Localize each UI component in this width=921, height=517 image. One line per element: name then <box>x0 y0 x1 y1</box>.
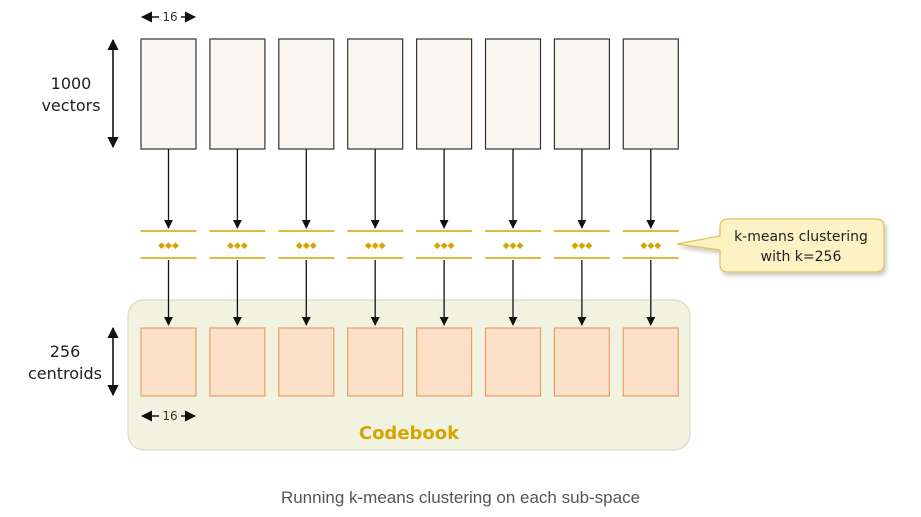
vector-block-1 <box>140 38 197 150</box>
centroids-label-text: centroids <box>28 364 102 383</box>
centroid-block-2 <box>209 327 266 397</box>
kmeans-callout <box>676 218 885 273</box>
vectors-label-text: vectors <box>41 96 100 115</box>
cluster-dots-8: ◆◆◆ <box>640 241 661 251</box>
vector-block-8 <box>622 38 679 150</box>
centroid-block-8 <box>622 327 679 397</box>
centroid-block-3 <box>278 327 335 397</box>
centroid-block-1 <box>140 327 197 397</box>
vector-block-6 <box>484 38 542 150</box>
cluster-dots-2: ◆◆◆ <box>227 241 248 251</box>
centroid-block-6 <box>484 327 542 397</box>
vector-block-2 <box>209 38 266 150</box>
vector-block-3 <box>278 38 335 150</box>
callout-line-2: with k=256 <box>761 249 842 265</box>
vector-block-7 <box>553 38 611 150</box>
centroids-label-count: 256 <box>50 342 81 361</box>
width-indicator-top: 16 <box>140 10 197 24</box>
cluster-dots-6: ◆◆◆ <box>503 241 524 251</box>
centroid-block-4 <box>347 327 404 397</box>
cluster-dots-1: ◆◆◆ <box>158 241 179 251</box>
vector-block-5 <box>416 38 473 150</box>
centroid-block-5 <box>416 327 473 397</box>
cluster-dots-7: ◆◆◆ <box>572 241 593 251</box>
width-label-bottom: 16 <box>162 409 177 423</box>
cluster-dots-5: ◆◆◆ <box>434 241 455 251</box>
vectors-label-count: 1000 <box>51 74 92 93</box>
codebook-panel <box>127 299 691 451</box>
cluster-dots-4: ◆◆◆ <box>365 241 386 251</box>
centroid-block-7 <box>553 327 611 397</box>
figure-caption: Running k-means clustering on each sub-s… <box>280 488 641 507</box>
callout-line-1: k-means clustering <box>734 229 868 245</box>
subspace-columns: ◆◆◆ ◆◆◆ ◆◆◆ ◆◆◆ ◆◆◆ ◆◆◆ ◆◆◆ ◆◆◆ <box>140 38 679 397</box>
vector-block-4 <box>347 38 404 150</box>
width-label-top: 16 <box>162 10 177 24</box>
codebook-label: Codebook <box>359 423 460 444</box>
width-indicator-bottom: 16 <box>140 409 197 423</box>
cluster-dots-3: ◆◆◆ <box>296 241 317 251</box>
